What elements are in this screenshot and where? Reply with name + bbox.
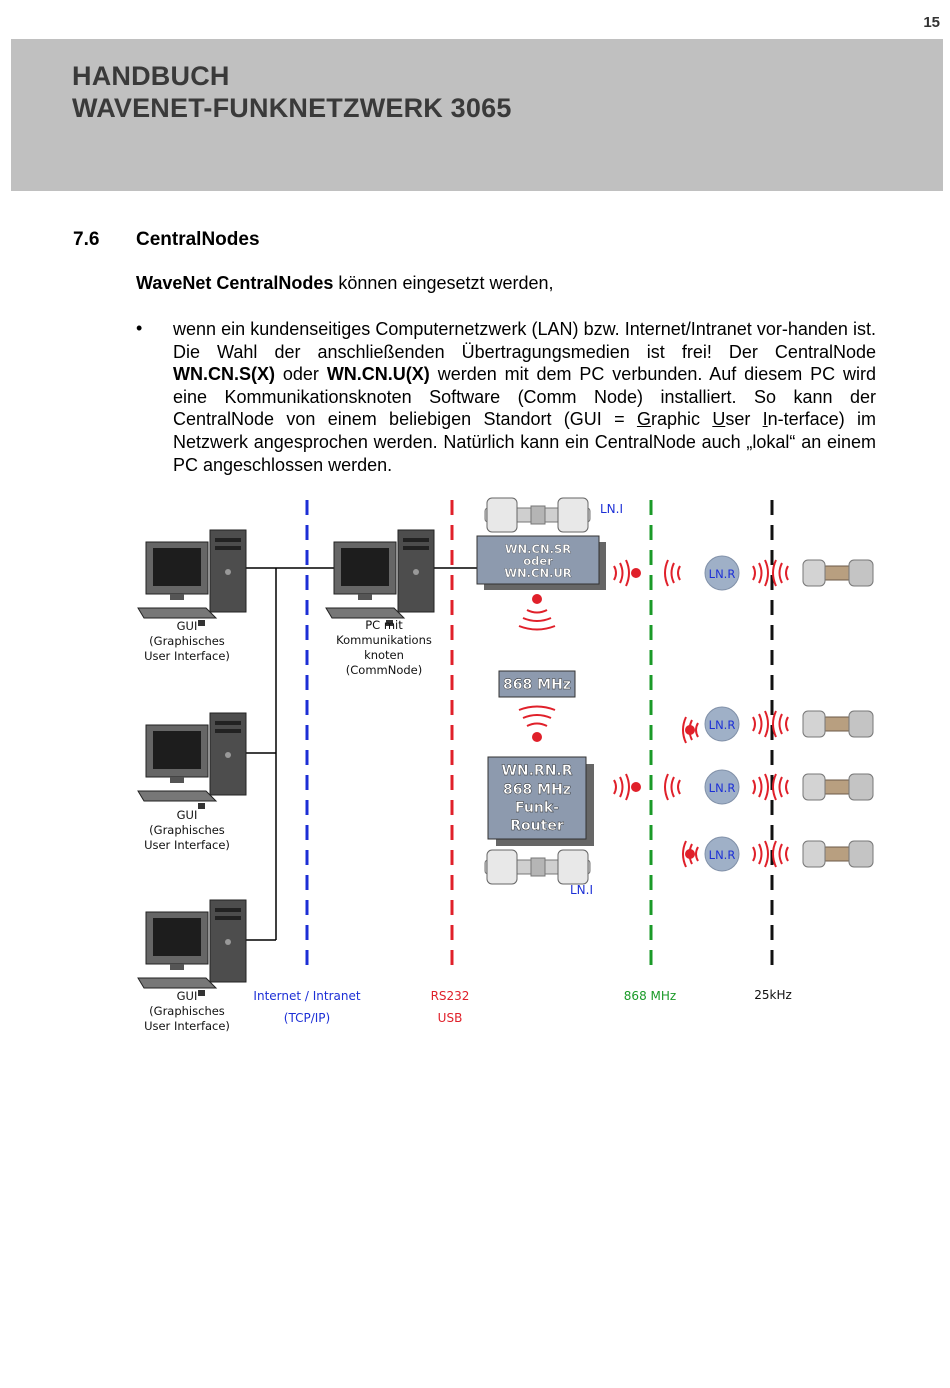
gui-label-2-line1: GUI bbox=[177, 808, 198, 822]
ln-i-label-top: LN.I bbox=[600, 502, 623, 516]
centralnode-line1: WN.CN.SR bbox=[505, 542, 571, 556]
router-antenna-dot bbox=[532, 732, 542, 742]
bullet-paragraph: wenn ein kundenseitiges Computernetzwerk… bbox=[173, 318, 876, 476]
bullet-underline-g: G bbox=[636, 409, 651, 430]
zone-rs232-line1: RS232 bbox=[431, 989, 470, 1003]
ln-r-label-1: LN.R bbox=[709, 567, 736, 581]
zone-25khz: 25kHz bbox=[754, 988, 792, 1002]
network-diagram: GUI (Graphisches User Interface) GUI (Gr… bbox=[137, 497, 874, 1033]
zone-rs232-line2: USB bbox=[438, 1011, 463, 1025]
gui-label-3-line2: (Graphisches bbox=[149, 1004, 225, 1018]
pc-label-line1: PC mit bbox=[365, 618, 403, 632]
centralnode-box bbox=[476, 535, 600, 585]
router-box bbox=[487, 756, 587, 840]
bullet-underline-i: I bbox=[762, 409, 768, 430]
ln-r-label-2: LN.R bbox=[709, 718, 736, 732]
router-line3: Funk- bbox=[515, 800, 559, 816]
ln-i-cylinder-top bbox=[484, 497, 591, 533]
bullet-text-4: raphic bbox=[650, 409, 713, 430]
gui-label-2-line3: User Interface) bbox=[144, 838, 230, 852]
header-banner: HANDBUCH WAVENET-FUNKNETZWERK 3065 bbox=[11, 39, 943, 191]
router-line2: 868 MHz bbox=[503, 782, 571, 798]
zone-internet-line1: Internet / Intranet bbox=[253, 989, 360, 1003]
bullet-bold-1: WN.CN.S(X) bbox=[173, 364, 275, 385]
radio-row-1: LN.R bbox=[613, 555, 874, 591]
radio-row-3: LN.R bbox=[613, 769, 874, 805]
gui-computer-3 bbox=[137, 899, 247, 997]
centralnode-line2: oder bbox=[523, 554, 553, 568]
gui-label-1-line3: User Interface) bbox=[144, 649, 230, 663]
commnode-computer bbox=[325, 529, 435, 627]
cn-antenna-dot bbox=[532, 594, 542, 604]
bullet-underline-u: U bbox=[712, 409, 726, 430]
radio-row-4: LN.R bbox=[682, 836, 874, 872]
bullet-text-5: ser bbox=[725, 409, 763, 430]
gui-label-2-line2: (Graphisches bbox=[149, 823, 225, 837]
intro-rest: können eingesetzt werden, bbox=[333, 273, 554, 293]
frequency-box bbox=[498, 670, 576, 698]
frequency-label: 868 MHz bbox=[503, 677, 571, 693]
section-number: 7.6 bbox=[73, 229, 100, 250]
radio-row-2: LN.R bbox=[682, 706, 874, 744]
gui-label-1-line2: (Graphisches bbox=[149, 634, 225, 648]
gui-label-3-line3: User Interface) bbox=[144, 1019, 230, 1033]
ln-i-cylinder-bottom bbox=[484, 849, 591, 885]
zone-internet-line2: (TCP/IP) bbox=[284, 1011, 330, 1025]
bullet-text-3: werden mit dem PC verbunden. Auf diesem … bbox=[173, 364, 876, 430]
page-number: 15 bbox=[923, 14, 940, 31]
gui-computer-1 bbox=[137, 529, 247, 627]
ln-r-label-3: LN.R bbox=[709, 781, 736, 795]
bullet-symbol: • bbox=[136, 318, 143, 338]
pc-label-line2: Kommunikations bbox=[336, 633, 432, 647]
gui-label-1-line1: GUI bbox=[177, 619, 198, 633]
header-title-line2: WAVENET-FUNKNETZWERK 3065 bbox=[72, 93, 512, 123]
bullet-text-1: wenn ein kundenseitiges Computernetzwerk… bbox=[173, 319, 876, 362]
bullet-text-2: oder bbox=[275, 364, 327, 385]
centralnode-line3: WN.CN.UR bbox=[504, 566, 571, 580]
header-title-line1: HANDBUCH bbox=[72, 61, 230, 91]
intro-paragraph: WaveNet CentralNodes können eingesetzt w… bbox=[136, 273, 554, 294]
bullet-bold-2: WN.CN.U(X) bbox=[326, 364, 430, 385]
section-title: CentralNodes bbox=[136, 229, 260, 250]
router-line1: WN.RN.R bbox=[501, 763, 572, 779]
bullet-text-6: n-terface) im Netzwerk angesprochen werd… bbox=[173, 409, 876, 475]
ln-r-label-4: LN.R bbox=[709, 848, 736, 862]
gui-computer-2 bbox=[137, 712, 247, 810]
intro-bold: WaveNet CentralNodes bbox=[136, 273, 334, 293]
ln-i-label-bottom: LN.I bbox=[570, 883, 593, 897]
pc-label-line4: (CommNode) bbox=[346, 663, 422, 677]
gui-label-3-line1: GUI bbox=[177, 989, 198, 1003]
pc-label-line3: knoten bbox=[364, 648, 404, 662]
zone-868mhz: 868 MHz bbox=[624, 989, 676, 1003]
router-line4: Router bbox=[510, 818, 564, 834]
